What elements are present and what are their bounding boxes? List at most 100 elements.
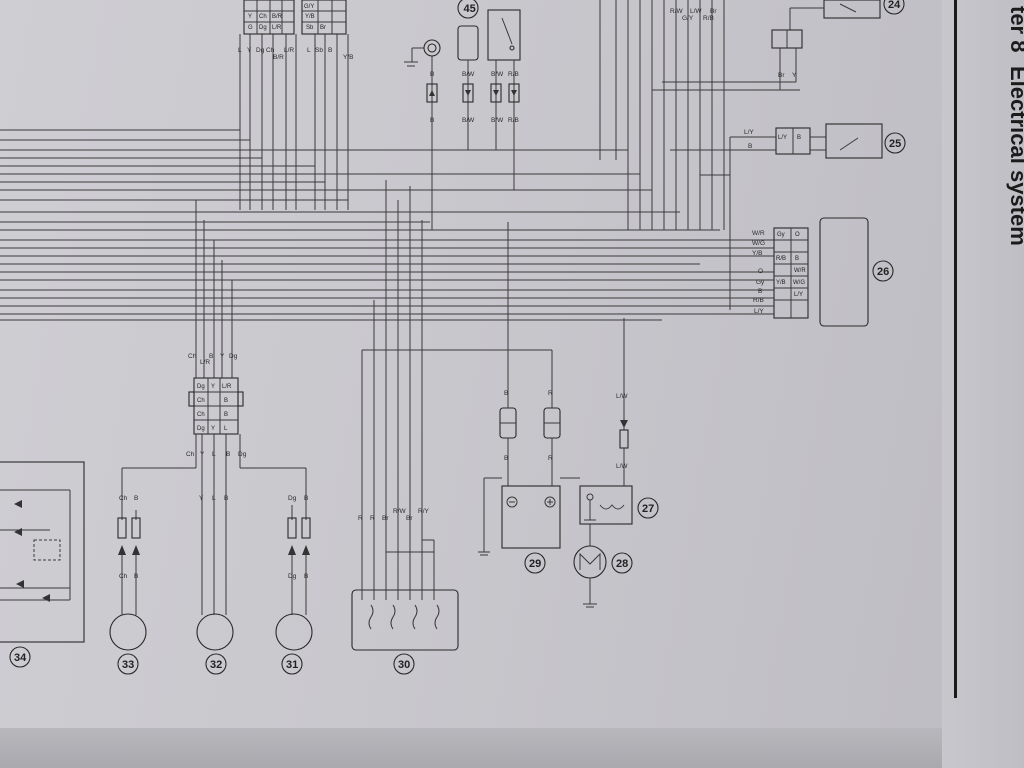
component-number: 25 xyxy=(889,138,901,150)
pin-label: L/Y xyxy=(778,135,787,141)
wire-code: Gy xyxy=(756,279,765,286)
wire-code: Y xyxy=(199,495,204,502)
wire-code: B xyxy=(226,451,230,458)
wire-code: O xyxy=(758,268,763,275)
pin-label: Br xyxy=(320,25,326,31)
wire-code: B/W xyxy=(462,117,475,124)
wire-code: B xyxy=(504,390,508,397)
wire-code: B xyxy=(504,455,508,462)
pin-label: Dg xyxy=(197,426,205,432)
wire-code: Br xyxy=(406,515,413,522)
wire-code: Ch xyxy=(266,47,275,54)
component-number: 32 xyxy=(210,659,222,671)
component-number: 24 xyxy=(888,0,901,11)
wire-code: Ch xyxy=(186,451,195,458)
wire-code: Br xyxy=(382,515,389,522)
wire-code: L/Y xyxy=(744,129,754,136)
component-45: 45 B B/W B/W R/B B B/W B/W R/B xyxy=(404,0,521,230)
pin-label: L/R xyxy=(222,384,232,390)
wire-code: R xyxy=(548,455,553,462)
component-number: 45 xyxy=(464,3,476,15)
pin-label: L xyxy=(224,426,228,432)
wire-code: R/W xyxy=(670,8,684,15)
component-number: 31 xyxy=(286,659,298,671)
component-number: 26 xyxy=(877,266,889,278)
wire-code: B xyxy=(134,573,138,580)
margin-rule xyxy=(954,0,957,698)
pin-label: Gy xyxy=(777,232,785,238)
wire-code: B/R xyxy=(273,54,284,61)
wire-code: R/B xyxy=(508,71,519,78)
component-33: 33 Ch B Ch B xyxy=(109,434,197,675)
wire-code: Y/B xyxy=(752,250,762,257)
wire-code: R/W xyxy=(393,508,407,515)
wire-code: B xyxy=(209,353,213,360)
wire-code: L/W xyxy=(616,463,628,470)
component-number: 27 xyxy=(642,503,654,515)
pin-label: L/R xyxy=(272,25,282,31)
wire-code: B xyxy=(304,573,308,580)
component-25: 25 L/Y B L/Y B xyxy=(670,123,906,159)
wire-code: Sb xyxy=(315,47,323,54)
wire-code: B xyxy=(430,71,434,78)
wire-code: R xyxy=(548,390,553,397)
wire-code: Y xyxy=(220,353,225,360)
pin-label: B xyxy=(224,412,228,418)
wire-code: B xyxy=(758,288,762,295)
wire-code: B xyxy=(328,47,332,54)
wire-code: L/Y xyxy=(754,308,764,315)
pin-label: B xyxy=(797,135,801,141)
wire-code: Y/B xyxy=(343,54,353,61)
pin-label: Y xyxy=(248,14,252,20)
wire-code: Dg xyxy=(288,573,297,580)
pin-label: L/Y xyxy=(794,292,803,298)
pin-label: Y/B xyxy=(776,280,786,286)
wire-code: G/Y xyxy=(682,15,694,22)
wire-code: W/R xyxy=(752,230,765,237)
pin-label: B/R xyxy=(272,14,283,20)
pin-label: G/Y xyxy=(304,4,314,10)
wire-code: B xyxy=(134,495,138,502)
wire-code: Dg xyxy=(256,47,265,54)
wire-code: W/G xyxy=(752,240,765,247)
component-number: 29 xyxy=(529,558,541,570)
wire-code: B xyxy=(430,117,434,124)
component-number: 28 xyxy=(616,558,628,570)
wire-code: B xyxy=(748,143,752,150)
section-heading: ter 8 Electrical system xyxy=(931,6,1024,306)
wire-code: R/Y xyxy=(418,508,430,515)
page-bottom-edge xyxy=(0,728,1024,768)
wire-code: L xyxy=(212,495,216,502)
wire-code: B xyxy=(304,495,308,502)
wire-code: B/W xyxy=(462,71,475,78)
wire-code: R/B xyxy=(753,297,764,304)
wire-code: R/B xyxy=(703,15,714,22)
pin-label: W/R xyxy=(794,268,806,274)
pin-label: W/G xyxy=(793,280,805,286)
wire-code: L xyxy=(238,47,242,54)
component-26: 26 W/R W/G Y/B O Gy B R/B L/Y Gy O R/B B… xyxy=(752,217,894,327)
wire-code: L/R xyxy=(200,359,210,366)
component-24: 24 Br Y xyxy=(771,0,905,90)
top-connector-b: G/Y Y/B Sb Br L Sb B Y/B xyxy=(301,0,353,61)
pin-label: Ch xyxy=(197,398,205,404)
pin-label: O xyxy=(795,232,800,238)
component-number: 30 xyxy=(398,659,410,671)
pin-label: Ch xyxy=(259,14,267,20)
top-connector-a: Y Ch B/R G Dg L/R L Y Dg Ch L/R B/R xyxy=(238,0,295,61)
section-title-text: Electrical system xyxy=(1006,66,1024,247)
wire-code: B xyxy=(224,495,228,502)
pin-label: R/B xyxy=(776,256,786,262)
pin-label: Y xyxy=(211,384,215,390)
pin-label: B xyxy=(224,398,228,404)
wire-harness-bus xyxy=(0,0,800,378)
component-34: 34 xyxy=(0,461,85,668)
pin-label: B xyxy=(795,256,799,262)
wire-code: Ch xyxy=(119,495,128,502)
component-number: 33 xyxy=(122,659,134,671)
wire-code: Dg xyxy=(238,451,247,458)
pin-label: Dg xyxy=(197,384,205,390)
pin-label: Sb xyxy=(306,25,314,31)
